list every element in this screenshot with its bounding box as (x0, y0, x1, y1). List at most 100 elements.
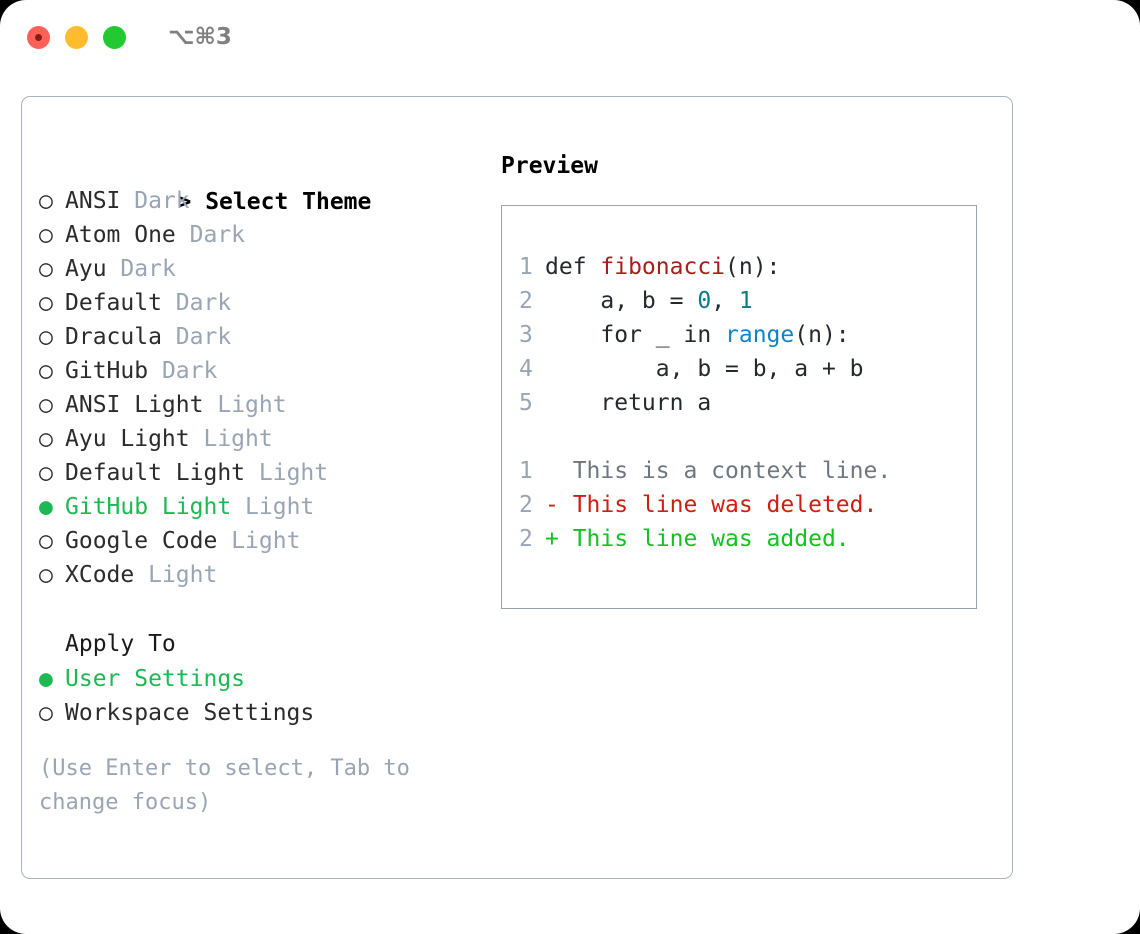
maximize-window-icon[interactable] (103, 26, 126, 49)
theme-list-item[interactable]: ○ANSI Dark (39, 184, 479, 218)
code-line: 5 return a (519, 386, 976, 420)
diff-line-number: 2 (519, 492, 533, 518)
minimize-window-icon[interactable] (65, 26, 88, 49)
code-token: (n): (725, 254, 781, 280)
name-variant-gap (176, 222, 190, 248)
line-number: 5 (519, 390, 533, 416)
theme-variant-label: Dark (189, 222, 246, 248)
theme-name-label: GitHub Light (65, 494, 232, 520)
radio-unselected-icon: ○ (39, 562, 53, 588)
theme-list-item[interactable]: ○ Ayu Light Light (39, 422, 479, 456)
theme-list-item[interactable]: ○Ayu Dark (39, 252, 479, 286)
name-variant-gap (203, 392, 217, 418)
code-token: , (711, 288, 739, 314)
name-variant-gap (217, 528, 231, 554)
theme-name-label: Google Code (65, 528, 218, 554)
theme-list-item[interactable]: ○ GitHub Dark (39, 354, 479, 388)
code-line: 3 for _ in range(n): (519, 318, 976, 352)
apply-to-item[interactable]: ○Workspace Settings (39, 696, 479, 730)
radio-unselected-icon: ○ (39, 426, 53, 452)
title-bar: ⌥⌘3 (0, 0, 1140, 78)
hint-spacer (39, 730, 479, 752)
apply-to-list: ●User Settings○Workspace Settings (39, 662, 479, 730)
name-variant-gap (190, 426, 204, 452)
diff-line-text: + This line was added. (545, 526, 850, 552)
radio-unselected-icon: ○ (39, 358, 53, 384)
diff-line: 1 This is a context line. (519, 454, 976, 488)
theme-name-label: ANSI (65, 188, 121, 214)
theme-name-label: Dracula (65, 324, 162, 350)
theme-variant-label: Light (258, 460, 329, 486)
main-panel: > Select Theme ○ANSI Dark○Atom One Dark○… (21, 96, 1013, 879)
close-window-icon[interactable] (27, 26, 50, 49)
diff-line: 2+ This line was added. (519, 522, 976, 556)
theme-variant-label: Dark (175, 290, 232, 316)
theme-list-item[interactable]: ○Atom One Dark (39, 218, 479, 252)
line-number: 2 (519, 288, 533, 314)
theme-list-item[interactable]: ○ Google Code Light (39, 524, 479, 558)
theme-variant-label: Dark (134, 188, 190, 214)
code-token: 0 (697, 288, 712, 314)
theme-list: ○ANSI Dark○Atom One Dark○Ayu Dark○Defaul… (39, 184, 479, 592)
radio-unselected-icon: ○ (39, 460, 53, 486)
code-token: return a (545, 390, 712, 416)
code-line: 4 a, b = b, a + b (519, 352, 976, 386)
window-controls (27, 26, 126, 49)
code-token: range (725, 322, 795, 348)
theme-variant-label: Light (148, 562, 218, 588)
keyboard-shortcut-label: ⌥⌘3 (168, 24, 232, 50)
diff-line-text: - This line was deleted. (545, 492, 878, 518)
radio-unselected-icon: ○ (39, 290, 53, 316)
theme-variant-label: Light (231, 528, 301, 554)
radio-selected-icon: ● (39, 666, 53, 692)
radio-unselected-icon: ○ (39, 324, 53, 350)
theme-variant-label: Dark (175, 324, 232, 350)
diff-line: 2 - This line was deleted. (519, 488, 976, 522)
select-theme-label: Select Theme (205, 189, 372, 215)
name-variant-gap (231, 494, 245, 520)
code-token: 1 (738, 288, 753, 314)
diff-line-text: This is a context line. (545, 458, 892, 484)
radio-unselected-icon: ○ (39, 700, 53, 726)
theme-variant-label: Light (203, 426, 273, 452)
list-spacer (39, 592, 479, 626)
theme-name-label: Ayu Light (65, 426, 190, 452)
theme-name-label: Default Light (65, 460, 246, 486)
line-number: 4 (519, 356, 533, 382)
radio-selected-icon: ● (39, 494, 53, 520)
theme-variant-label: Dark (161, 358, 218, 384)
diff-sample: 1 This is a context line. 2 - This line wa… (519, 454, 976, 556)
theme-name-label: Ayu (65, 256, 107, 282)
code-token: for _ in (545, 322, 726, 348)
keyboard-hint-text: (Use Enter to select, Tab to change focu… (39, 756, 410, 815)
code-token: fibonacci (600, 254, 726, 280)
name-variant-gap (245, 460, 259, 486)
code-line: 2 a, b = 0, 1 (519, 284, 976, 318)
name-variant-gap (107, 256, 121, 282)
theme-list-item[interactable]: ○ Dracula Dark (39, 320, 479, 354)
theme-name-label: GitHub (65, 358, 149, 384)
prompt-caret-icon: > (177, 189, 192, 215)
radio-unselected-icon: ○ (39, 528, 53, 554)
line-number: 1 (519, 254, 533, 280)
theme-list-item[interactable]: ○ XCode Light (39, 558, 479, 592)
line-number: 3 (519, 322, 533, 348)
apply-to-item[interactable]: ●User Settings (39, 662, 479, 696)
apply-to-heading: Apply To (65, 631, 176, 657)
name-variant-gap (120, 188, 134, 214)
code-token: a, b = (545, 288, 698, 314)
radio-unselected-icon: ○ (39, 256, 53, 282)
radio-unselected-icon: ○ (39, 392, 53, 418)
code-token: a, b = b, a + b (545, 356, 864, 382)
theme-list-item[interactable]: ○ Default Light Light (39, 456, 479, 490)
theme-list-item[interactable]: ○ANSI Light Light (39, 388, 479, 422)
name-variant-gap (162, 324, 176, 350)
theme-list-item[interactable]: ○Default Dark (39, 286, 479, 320)
theme-list-item[interactable]: ●GitHub Light Light (39, 490, 479, 524)
name-variant-gap (148, 358, 162, 384)
theme-name-label: XCode (65, 562, 135, 588)
name-variant-gap (162, 290, 176, 316)
